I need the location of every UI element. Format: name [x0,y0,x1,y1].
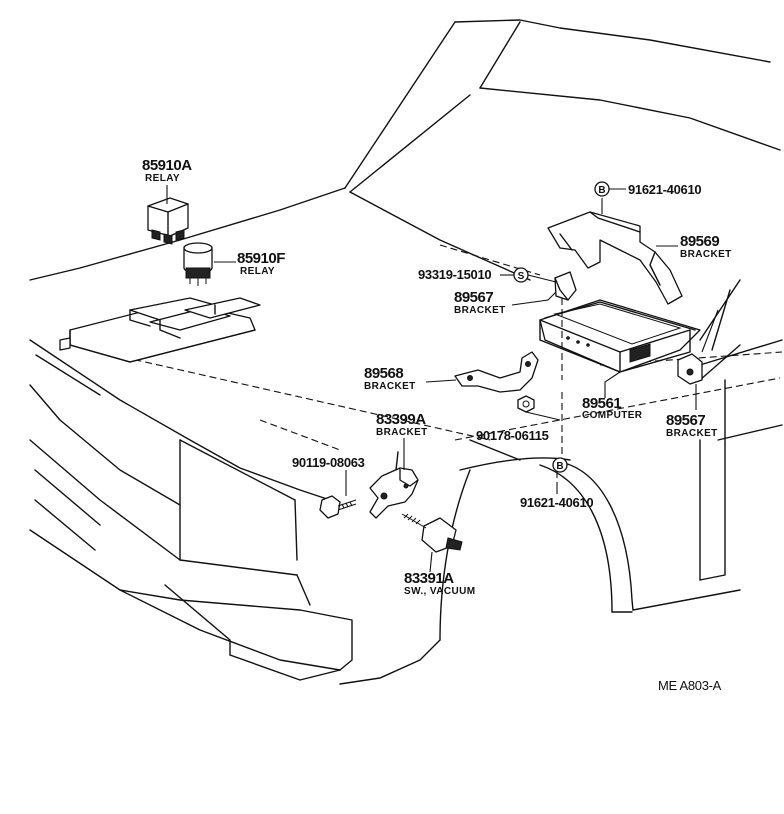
label-89569: 89569 BRACKET [680,233,732,260]
symbol-b-top: B [594,181,610,197]
diagram-code: ME A803-A [658,678,722,693]
part-description: BRACKET [364,381,416,392]
symbol-b-bottom: B [552,457,568,473]
bracket-89569-icon [547,211,683,305]
label-93319-15010: 93319-15010 [418,267,492,282]
part-number: 85910A [142,157,192,174]
part-number: 91621-40610 [520,495,593,510]
part-description: BRACKET [376,427,428,438]
bracket-89567-right-icon [677,353,703,385]
label-90178-06115: 90178-06115 [476,428,549,443]
bracket-83399a-icon [369,451,419,519]
label-83399a: 83399A BRACKET [376,411,428,438]
leader-lines [166,185,719,573]
part-description: SW., VACUUM [404,586,475,597]
part-description: COMPUTER [582,410,643,421]
part-number: 89567 [666,412,705,429]
part-number: 89568 [364,365,403,382]
label-89567-right: 89567 BRACKET [666,412,718,439]
svg-text:B: B [598,185,605,196]
part-description: BRACKET [680,249,732,260]
symbol-s: S [513,267,529,283]
label-90119-08063: 90119-08063 [292,455,365,470]
part-description: RELAY [145,173,180,184]
part-number: 90119-08063 [292,455,365,470]
label-91621-40610-top: 91621-40610 [628,182,702,197]
part-number: 85910F [237,250,285,267]
part-number: 89567 [454,289,493,306]
part-description: BRACKET [666,428,718,439]
part-number: 83399A [376,411,426,428]
relay-85910a-icon [147,197,189,245]
svg-text:B: B [556,461,563,472]
part-number: 90178-06115 [476,428,549,443]
part-description: RELAY [240,266,275,277]
label-89561: 89561 COMPUTER [582,395,643,421]
vacuum-switch-83391a-icon [401,513,463,553]
computer-89561-icon [539,299,701,373]
part-number: 91621-40610 [628,182,701,197]
label-85910a: 85910A RELAY [142,157,193,184]
bolt-90119-08063-icon [319,495,357,519]
label-89568: 89568 BRACKET [364,365,416,392]
part-number: 89561 [582,395,621,412]
part-number: 83391A [404,570,454,587]
relay-block-base [59,297,261,363]
part-number: 93319-15010 [418,267,491,282]
bracket-89568-icon [454,351,539,393]
part-number: 89569 [680,233,719,250]
part-description: BRACKET [454,305,506,316]
label-83391a: 83391A SW., VACUUM [404,570,475,597]
nut-90178-06115-icon [517,395,535,413]
label-91621-40610-bottom: 91621-40610 [520,495,594,510]
svg-text:S: S [518,271,525,282]
vehicle-body-outline [29,19,783,685]
relay-85910f-icon [183,242,213,286]
bracket-89567-upper-icon [554,271,577,301]
label-85910f: 85910F RELAY [237,250,286,277]
label-89567-upper: 89567 BRACKET [454,289,506,316]
